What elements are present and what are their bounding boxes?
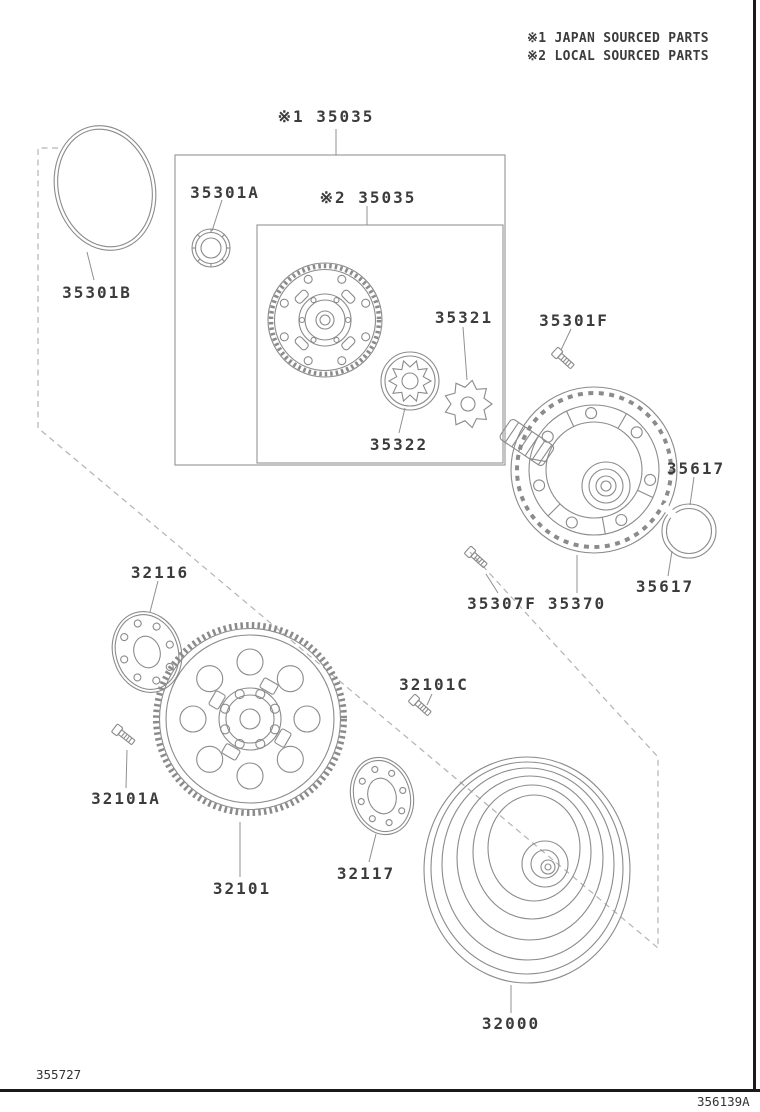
part-label-35035-japan: ※1 35035 <box>277 107 375 126</box>
part-32116-plate-drawing <box>111 611 183 693</box>
note-japan-sourced: ※1 JAPAN SOURCED PARTS <box>527 31 709 46</box>
part-group-boxes <box>174 154 506 466</box>
assembly-plane-dashed-outline <box>37 147 659 950</box>
leader-lines <box>86 129 695 1013</box>
note-local-sourced: ※2 LOCAL SOURCED PARTS <box>527 49 709 64</box>
part-label-35301A: 35301A <box>190 183 260 202</box>
part-32117-spacer-drawing <box>349 756 415 836</box>
part-32101A-bolt-drawing <box>111 723 136 745</box>
outer-group-box <box>174 154 506 466</box>
figure-code-right: 356139A <box>697 1094 750 1109</box>
part-label-32000: 32000 <box>481 1014 541 1033</box>
part-label-35301F: 35301F <box>539 311 609 330</box>
page-border-bottom <box>0 1089 760 1092</box>
part-label-35617-top: 35617 <box>666 459 726 478</box>
part-32101C-bolt-drawing <box>408 694 432 716</box>
part-label-32117: 32117 <box>336 864 396 883</box>
part-35035-pump-body-drawing <box>267 262 383 378</box>
part-35617-snap-ring-drawing <box>660 502 717 559</box>
part-label-35322: 35322 <box>369 435 429 454</box>
part-35301F-bolt-drawing <box>551 347 575 369</box>
part-35322-driven-rotor-drawing <box>380 351 440 411</box>
part-label-32116: 32116 <box>130 563 190 582</box>
part-35307F-bolt-drawing <box>464 546 488 568</box>
part-35321-drive-gear-drawing <box>444 379 493 429</box>
part-label-35301B: 35301B <box>62 283 132 302</box>
part-label-32101A: 32101A <box>91 789 161 808</box>
part-label-35307F: 35307F <box>467 594 537 613</box>
page-border-right <box>753 0 756 1092</box>
part-32101-drive-plate-drawing <box>153 622 347 816</box>
part-label-35617-bottom: 35617 <box>635 577 695 596</box>
part-32000-torque-converter-drawing <box>423 756 631 984</box>
part-label-32101: 32101 <box>212 879 272 898</box>
part-35370-oil-pump-drawing <box>499 386 678 554</box>
part-35301B-oring-drawing <box>53 125 157 251</box>
part-35301A-seal-drawing <box>191 228 231 268</box>
part-label-35321: 35321 <box>434 308 494 327</box>
inner-group-box <box>256 224 504 464</box>
part-label-35035-local: ※2 35035 <box>319 188 417 207</box>
part-label-35370: 35370 <box>547 594 607 613</box>
figure-code-left: 355727 <box>36 1067 82 1082</box>
part-label-32101C: 32101C <box>399 675 469 694</box>
